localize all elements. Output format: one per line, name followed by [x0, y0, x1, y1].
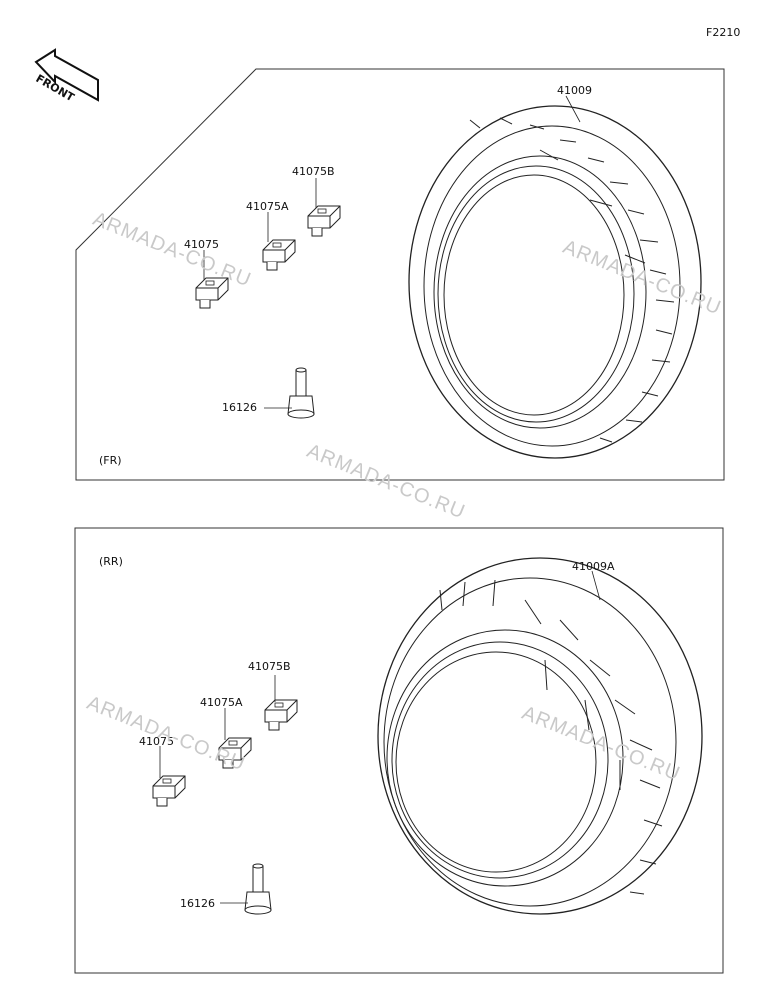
front-tire-part-number: 41009	[557, 84, 592, 97]
front-arrow-icon	[34, 48, 99, 102]
rear-weight-part-number: 41075	[139, 735, 174, 748]
front-weight-a-part-number: 41075A	[246, 200, 289, 213]
rear-tire-illustration	[377, 557, 703, 915]
front-section-tag: (FR)	[99, 454, 122, 467]
front-valve-part-number: 16126	[222, 401, 257, 414]
front-weight-b-illustration	[307, 205, 341, 237]
front-panel-frame	[75, 68, 725, 481]
rear-weight-b-illustration	[264, 699, 298, 731]
rear-panel-frame	[74, 527, 724, 974]
rear-valve-illustration	[244, 863, 272, 915]
rear-section-tag: (RR)	[99, 555, 123, 568]
front-weight-part-number: 41075	[184, 238, 219, 251]
rear-weight-a-part-number: 41075A	[200, 696, 243, 709]
front-valve-illustration	[287, 367, 315, 419]
front-tire-illustration	[408, 105, 702, 459]
rear-valve-part-number: 16126	[180, 897, 215, 910]
leader-lines	[159, 95, 601, 904]
rear-weight-illustration	[152, 775, 186, 807]
figure-code: F2210	[706, 26, 741, 39]
front-weight-b-part-number: 41075B	[292, 165, 335, 178]
front-weight-a-illustration	[262, 239, 296, 271]
rear-tire-part-number: 41009A	[572, 560, 615, 573]
rear-weight-b-part-number: 41075B	[248, 660, 291, 673]
